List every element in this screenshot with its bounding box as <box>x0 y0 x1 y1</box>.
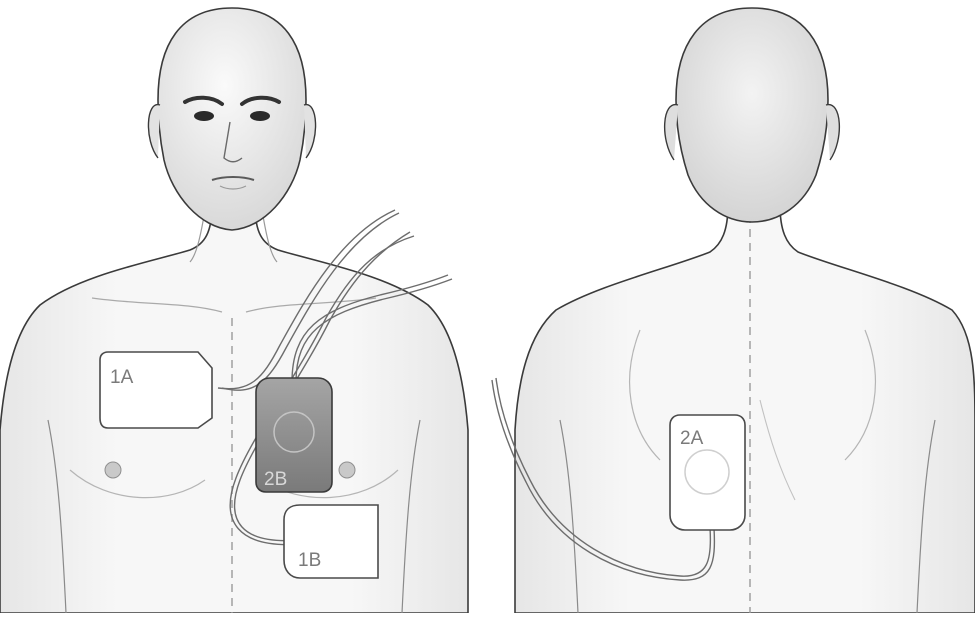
back-head <box>676 8 828 222</box>
back-view: 2A <box>492 8 975 613</box>
left-eye <box>250 111 270 121</box>
pad-2a-label: 2A <box>680 428 704 449</box>
back-torso <box>515 205 975 613</box>
pad-1a-label: 1A <box>110 367 134 388</box>
right-eye <box>194 111 214 121</box>
front-right-ear <box>148 105 160 158</box>
right-nipple <box>105 462 121 478</box>
front-head <box>158 8 306 230</box>
front-torso <box>0 205 468 613</box>
back-right-ear <box>826 105 839 160</box>
pad-1a: 1A <box>100 352 212 428</box>
front-view: 1A 2B 1B <box>0 8 468 613</box>
pad-2a: 2A <box>670 415 745 530</box>
pad-2b-label: 2B <box>264 469 287 490</box>
left-nipple <box>339 462 355 478</box>
pad-1b: 1B <box>284 505 378 578</box>
pad-1b-label: 1B <box>298 550 321 571</box>
front-left-ear <box>304 105 316 158</box>
pad-1a-shape <box>100 352 212 428</box>
pad-2b: 2B <box>256 378 332 492</box>
back-left-ear <box>665 105 678 160</box>
